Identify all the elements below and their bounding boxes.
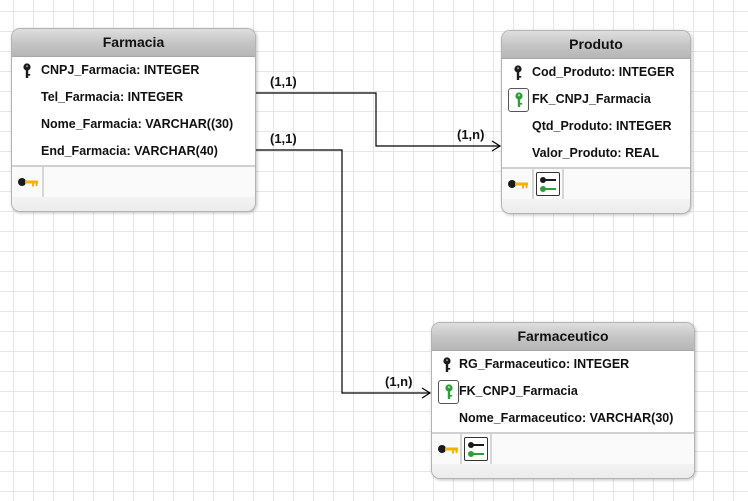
entity-farmacia[interactable]: Farmacia CNPJ_Farmacia: INTEGER Tel_Farm… bbox=[11, 28, 256, 212]
primary-key-index-icon[interactable] bbox=[507, 169, 529, 199]
attribute-name: Qtd_Produto: INTEGER bbox=[532, 119, 672, 133]
attribute-name: FK_CNPJ_Farmacia bbox=[459, 384, 578, 398]
attribute-name: RG_Farmaceutico: INTEGER bbox=[459, 357, 630, 371]
entity-footer bbox=[12, 197, 255, 211]
attribute-row[interactable]: End_Farmacia: VARCHAR(40) bbox=[12, 138, 255, 165]
attribute-list: RG_Farmaceutico: INTEGER FK_CNPJ_Farmaci… bbox=[432, 351, 694, 434]
entity-title[interactable]: Farmaceutico bbox=[432, 323, 694, 351]
attribute-name: Cod_Produto: INTEGER bbox=[532, 65, 675, 79]
entity-footer bbox=[432, 464, 694, 478]
primary-key-index-icon[interactable] bbox=[17, 167, 39, 197]
entity-produto[interactable]: Produto Cod_Produto: INTEGER FK_CNPJ_Far… bbox=[501, 30, 691, 214]
key-index-separator bbox=[562, 169, 564, 199]
attribute-row[interactable]: FK_CNPJ_Farmacia bbox=[432, 378, 694, 405]
attribute-row[interactable]: Nome_Farmacia: VARCHAR((30) bbox=[12, 111, 255, 138]
attribute-row[interactable]: Cod_Produto: INTEGER bbox=[502, 59, 690, 86]
attribute-name: FK_CNPJ_Farmacia bbox=[532, 92, 651, 106]
key-index-separator bbox=[532, 169, 534, 199]
entity-title[interactable]: Produto bbox=[502, 31, 690, 59]
entity-farmaceutico[interactable]: Farmaceutico RG_Farmaceutico: INTEGER FK… bbox=[431, 322, 695, 479]
attribute-name: End_Farmacia: VARCHAR(40) bbox=[41, 144, 218, 158]
attribute-row[interactable]: Tel_Farmacia: INTEGER bbox=[12, 84, 255, 111]
primary-key-icon bbox=[513, 59, 523, 86]
cardinality-farmacia-produto-source: (1,1) bbox=[270, 74, 297, 89]
cardinality-farmacia-farmaceutico-target: (1,n) bbox=[385, 374, 413, 389]
cardinality-farmacia-farmaceutico-source: (1,1) bbox=[270, 131, 297, 146]
key-index-row bbox=[502, 169, 690, 199]
key-index-separator bbox=[460, 434, 462, 464]
key-index-row bbox=[12, 167, 255, 197]
key-index-row bbox=[432, 434, 694, 464]
cardinality-farmacia-produto-target: (1,n) bbox=[457, 127, 485, 142]
attribute-name: Nome_Farmacia: VARCHAR((30) bbox=[41, 117, 234, 131]
foreign-key-icon bbox=[508, 86, 529, 113]
attribute-row[interactable]: FK_CNPJ_Farmacia bbox=[502, 86, 690, 113]
key-index-separator bbox=[42, 167, 44, 197]
attribute-row[interactable]: CNPJ_Farmacia: INTEGER bbox=[12, 57, 255, 84]
key-index-separator bbox=[490, 434, 492, 464]
foreign-key-index-icon[interactable] bbox=[536, 169, 560, 199]
attribute-name: Tel_Farmacia: INTEGER bbox=[41, 90, 184, 104]
attribute-list: Cod_Produto: INTEGER FK_CNPJ_Farmacia Qt… bbox=[502, 59, 690, 169]
connector-farmacia-farmaceutico[interactable] bbox=[254, 149, 430, 394]
attribute-name: Nome_Farmaceutico: VARCHAR(30) bbox=[459, 411, 674, 425]
attribute-row[interactable]: Valor_Produto: REAL bbox=[502, 140, 690, 167]
entity-title[interactable]: Farmacia bbox=[12, 29, 255, 57]
attribute-name: CNPJ_Farmacia: INTEGER bbox=[41, 63, 200, 77]
primary-key-index-icon[interactable] bbox=[437, 434, 459, 464]
attribute-list: CNPJ_Farmacia: INTEGER Tel_Farmacia: INT… bbox=[12, 57, 255, 167]
arrowhead-produto bbox=[491, 140, 502, 152]
primary-key-icon bbox=[22, 57, 32, 84]
attribute-name: Valor_Produto: REAL bbox=[532, 146, 660, 160]
arrowhead-farmaceutico bbox=[421, 387, 432, 399]
connector-farmacia-produto[interactable] bbox=[254, 92, 500, 147]
attribute-row[interactable]: Nome_Farmaceutico: VARCHAR(30) bbox=[432, 405, 694, 432]
primary-key-icon bbox=[442, 351, 452, 378]
attribute-row[interactable]: Qtd_Produto: INTEGER bbox=[502, 113, 690, 140]
entity-footer bbox=[502, 199, 690, 213]
attribute-row[interactable]: RG_Farmaceutico: INTEGER bbox=[432, 351, 694, 378]
foreign-key-icon bbox=[438, 378, 459, 405]
foreign-key-index-icon[interactable] bbox=[464, 434, 488, 464]
